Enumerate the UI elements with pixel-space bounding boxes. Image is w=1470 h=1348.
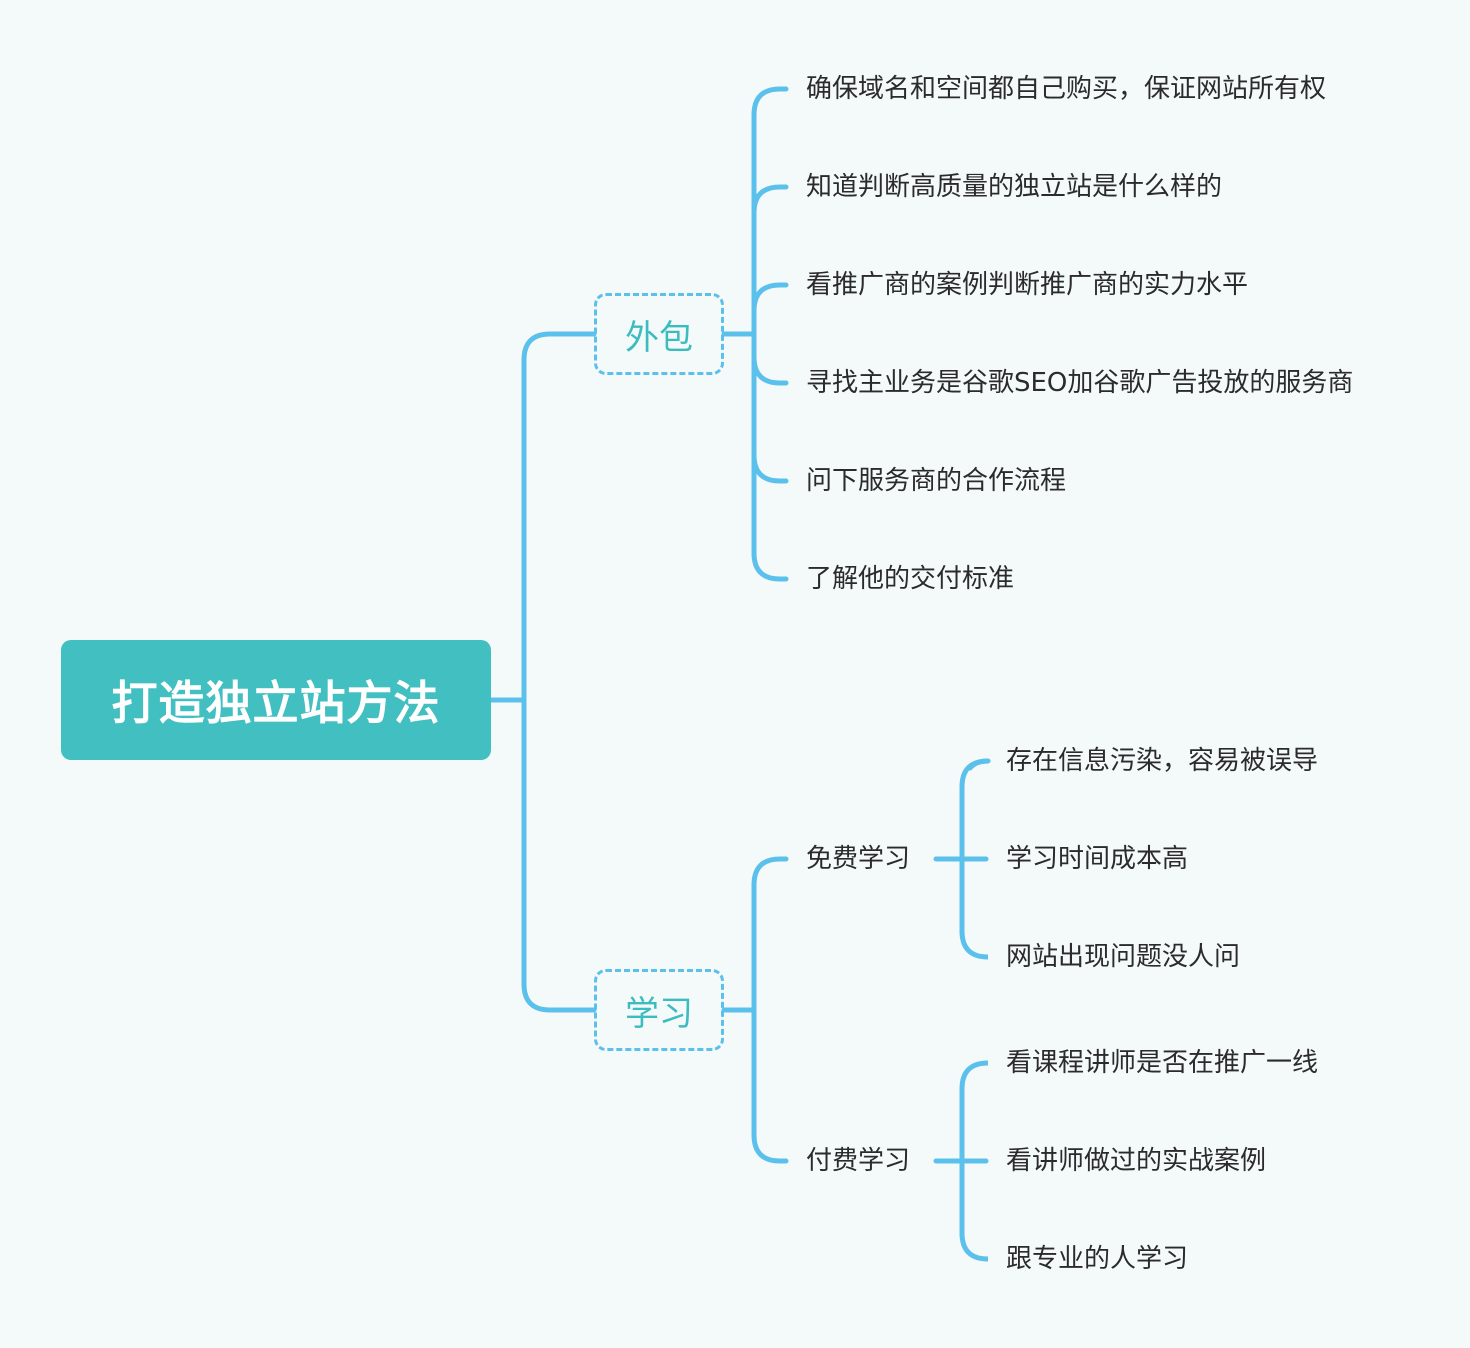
leaf-node[interactable]: 看推广商的案例判断推广商的实力水平: [806, 270, 1249, 300]
connector-waibao-leaf-2: [751, 282, 789, 314]
leaf-node[interactable]: 看课程讲师是否在推广一线: [1006, 1048, 1319, 1078]
connector-free-leaf-2: [959, 928, 989, 960]
connector-xuexi-sub-1: [751, 1132, 789, 1164]
leaf-node[interactable]: 知道判断高质量的独立站是什么样的: [806, 172, 1223, 202]
connector-waibao-leaf-5: [751, 550, 789, 582]
leaf-node[interactable]: 寻找主业务是谷歌SEO加谷歌广告投放的服务商: [806, 368, 1354, 398]
leaf-node[interactable]: 存在信息污染，容易被误导: [1006, 746, 1319, 776]
connector-xuexi-sub-0: [751, 856, 789, 888]
branch-label: 学习: [625, 993, 693, 1034]
leaf-node[interactable]: 问下服务商的合作流程: [806, 466, 1067, 496]
branch-label: 外包: [625, 317, 693, 358]
leaf-node[interactable]: 学习时间成本高: [1006, 844, 1189, 874]
subgroup-node-free[interactable]: 免费学习: [806, 844, 911, 874]
leaf-node[interactable]: 看讲师做过的实战案例: [1006, 1146, 1267, 1176]
connector-paid-leaf-2: [959, 1230, 989, 1262]
connector-trunk-waibao: [521, 331, 597, 703]
leaf-node[interactable]: 了解他的交付标准: [806, 564, 1015, 594]
root-node[interactable]: 打造独立站方法: [61, 640, 491, 760]
leaf-node[interactable]: 网站出现问题没人问: [1006, 942, 1241, 972]
connector-waibao-leaf-0: [751, 86, 789, 118]
subgroup-node-paid[interactable]: 付费学习: [806, 1146, 911, 1176]
leaf-node[interactable]: 跟专业的人学习: [1006, 1244, 1189, 1274]
connector-trunk-xuexi: [521, 697, 597, 1013]
connector-waibao-leaf-1: [751, 184, 789, 216]
leaf-node[interactable]: 确保域名和空间都自己购买，保证网站所有权: [806, 74, 1327, 104]
connector-waibao-leaf-4: [751, 452, 789, 484]
connector-free-leaf-0b: [967, 758, 991, 771]
connector-waibao-leaf-3: [751, 354, 789, 386]
connector-paid-leaf-0: [959, 1060, 989, 1092]
branch-node-waibao[interactable]: 外包: [594, 293, 724, 375]
branch-node-xuexi[interactable]: 学习: [594, 969, 724, 1051]
root-label: 打造独立站方法: [111, 676, 441, 730]
